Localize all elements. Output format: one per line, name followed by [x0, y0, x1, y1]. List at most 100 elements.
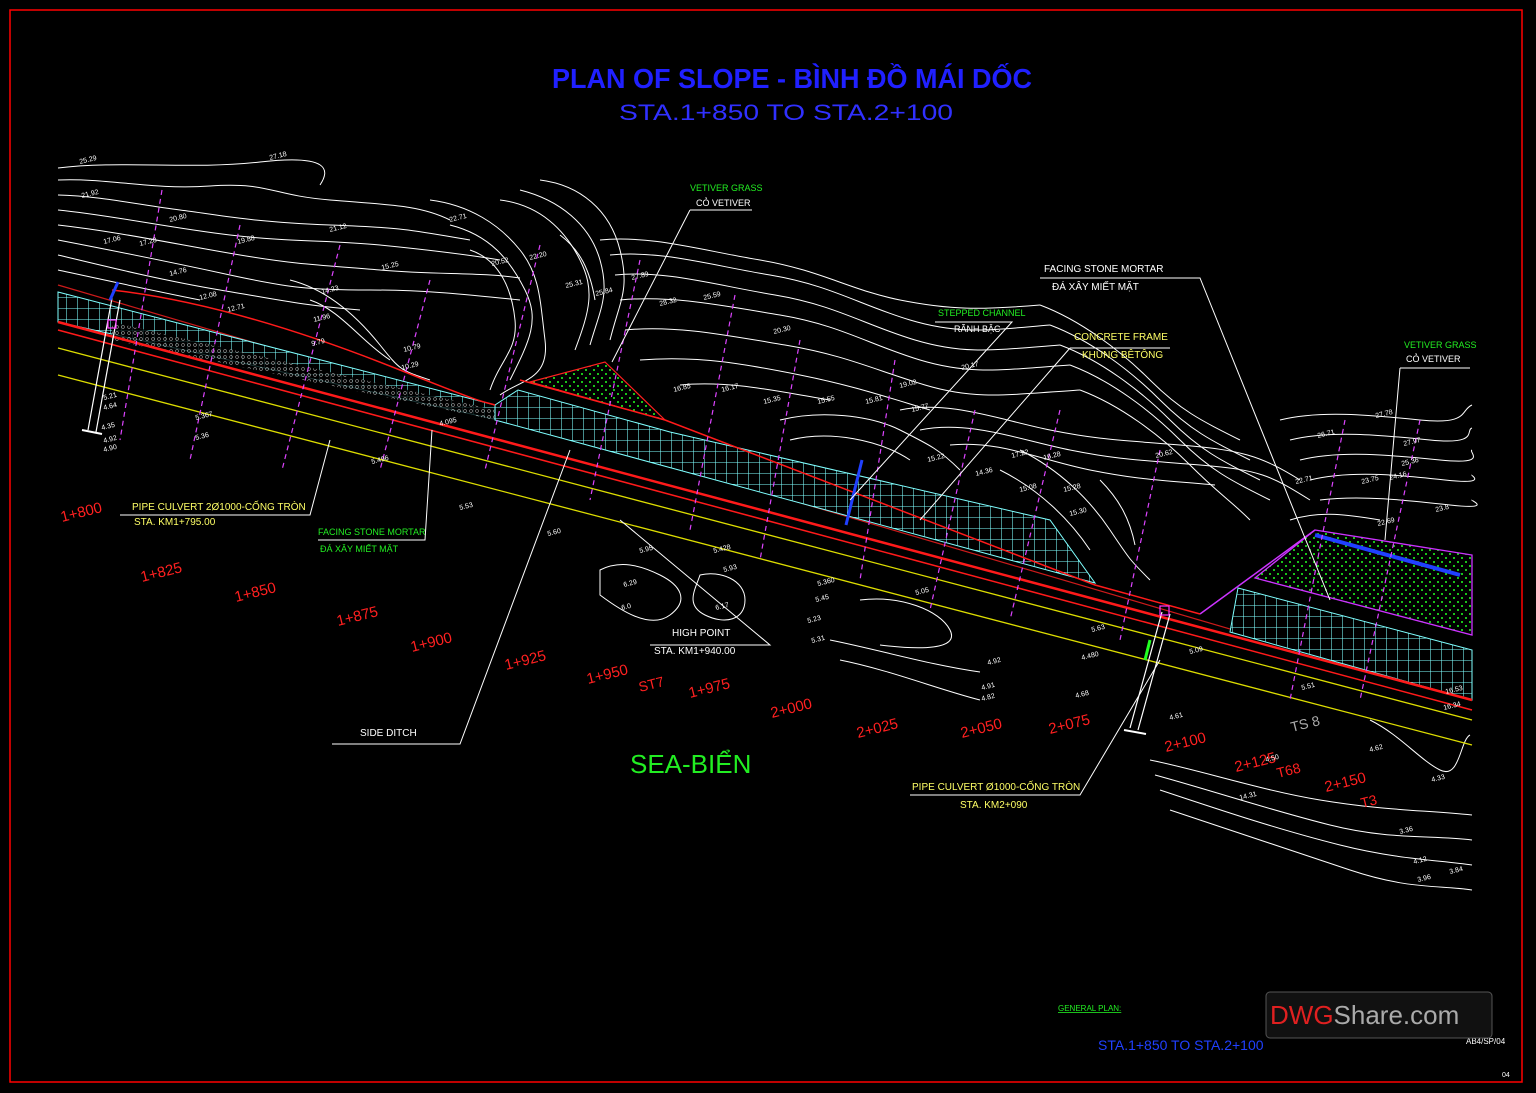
- station-label: 2+000: [769, 695, 814, 722]
- annotation-side-ditch: SIDE DITCH: [360, 728, 417, 739]
- spot-elevation: 10.29: [401, 361, 420, 372]
- drawing-border: [9, 9, 1523, 1083]
- spot-elevation: 27.97: [1403, 437, 1422, 448]
- spot-elevation: 27.78: [1375, 409, 1394, 420]
- spot-elevation: 27.18: [269, 151, 288, 162]
- drawing-subtitle: STA.1+850 TO STA.2+100: [619, 100, 953, 125]
- spot-elevation: 4.62: [1369, 744, 1384, 754]
- spot-elevation: 4.91: [981, 682, 996, 692]
- spot-elevation: 5.09: [1189, 646, 1204, 656]
- svg-text:CỎ VETIVER: CỎ VETIVER: [696, 197, 751, 208]
- spot-elevation: 27.89: [631, 271, 650, 282]
- annotation-facing-top: FACING STONE MORTAR ĐÁ XÂY MIẾT MẶT: [1044, 264, 1163, 293]
- svg-text:ĐÁ XÂY MIẾT MẶT: ĐÁ XÂY MIẾT MẶT: [1052, 280, 1139, 293]
- station-label: 2+075: [1047, 711, 1092, 738]
- spot-elevation: 22.20: [529, 251, 548, 262]
- annotation-facing-low: FACING STONE MORTAR ĐÁ XÂY MIẾT MẶT: [318, 527, 426, 554]
- curve-labels: ST7 TS 8 T68 T3: [637, 673, 1379, 811]
- spot-elevation: 20.62: [1155, 449, 1174, 460]
- spot-elevation: 24.16: [1389, 471, 1408, 482]
- station-label: 1+950: [585, 661, 630, 688]
- spot-elevation: 5.53: [459, 502, 474, 512]
- svg-text:STA. KM1+795.00: STA. KM1+795.00: [134, 517, 216, 528]
- spot-elevation: 25.29: [79, 155, 98, 166]
- drawing-title: PLAN OF SLOPE - BÌNH ĐỒ MÁI DỐC: [552, 62, 1032, 94]
- spot-elevation: 5.31: [811, 635, 826, 645]
- annotation-vetiver-top: VETIVER GRASS CỎ VETIVER: [690, 183, 763, 208]
- station-label: 1+800: [59, 499, 104, 526]
- svg-text:VETIVER GRASS: VETIVER GRASS: [690, 183, 763, 193]
- spot-elevation: 5.36: [195, 432, 210, 442]
- footer-range: STA.1+850 TO STA.2+100: [1098, 1037, 1264, 1053]
- terrain-contours: [57, 159, 1478, 891]
- annotation-stepped-channel: STEPPED CHANNEL RÃNH BẬC: [938, 308, 1026, 334]
- spot-elevation: 17.06: [103, 235, 122, 246]
- spot-elevation: 15.81: [865, 395, 884, 406]
- spot-elevation: 4.50: [1265, 754, 1280, 764]
- sea-label: SEA-BIỂN: [630, 749, 751, 779]
- svg-text:PIPE CULVERT 2Ø1000-CỐNG TRÒN: PIPE CULVERT 2Ø1000-CỐNG TRÒN: [132, 499, 306, 513]
- spot-elevation: 25.84: [595, 287, 614, 298]
- spot-elevation: 21.92: [81, 189, 100, 200]
- spot-elevation: 6.17: [715, 602, 730, 612]
- curve-label: ST7: [637, 673, 666, 695]
- station-label: 2+025: [855, 715, 900, 742]
- svg-text:PIPE CULVERT Ø1000-CỐNG TRÒN: PIPE CULVERT Ø1000-CỐNG TRÒN: [912, 779, 1080, 793]
- svg-text:STA. KM1+940.00: STA. KM1+940.00: [654, 646, 736, 657]
- spot-elevation: 4.33: [1431, 774, 1446, 784]
- spot-elevation: 25.59: [703, 291, 722, 302]
- svg-text:FACING STONE MORTAR: FACING STONE MORTAR: [1044, 264, 1163, 275]
- svg-text:VETIVER GRASS: VETIVER GRASS: [1404, 340, 1477, 350]
- spot-elevation: 19.88: [237, 235, 256, 246]
- svg-text:STA. KM2+090: STA. KM2+090: [960, 800, 1028, 811]
- svg-text:FACING STONE MORTAR: FACING STONE MORTAR: [318, 527, 426, 537]
- spot-elevation: 16.28: [1043, 451, 1062, 462]
- spot-elevation: 4.82: [981, 693, 996, 703]
- curve-label: T3: [1359, 791, 1379, 811]
- spot-elevation: 5.93: [723, 564, 738, 574]
- svg-text:KHUNG BÊTÔNG: KHUNG BÊTÔNG: [1082, 348, 1163, 361]
- road-red-lines: [57, 289, 1473, 711]
- spot-elevation: 3.96: [1417, 874, 1432, 884]
- spot-elevation: 5.95: [639, 545, 654, 555]
- spot-elevation: 20.17: [961, 361, 980, 372]
- leader-lines: [120, 209, 1470, 796]
- svg-text:CONCRETE FRAME: CONCRETE FRAME: [1074, 332, 1168, 343]
- spot-elevation: 4.12: [1413, 856, 1428, 866]
- station-label: 1+975: [687, 675, 732, 702]
- footer-page-number: 04: [1502, 1072, 1510, 1079]
- spot-elevation: 5.496: [371, 455, 390, 466]
- spot-elevation: 28.32: [659, 297, 678, 308]
- spot-elevation: 15.35: [763, 395, 782, 406]
- spot-elevation: 20.30: [773, 325, 792, 336]
- spot-elevation: 20.80: [169, 213, 188, 224]
- spot-elevation: 16.85: [673, 383, 692, 394]
- annotation-vetiver-right: VETIVER GRASS CỎ VETIVER: [1404, 340, 1477, 364]
- spot-elevation: 16.53: [1445, 685, 1464, 696]
- spot-elevation: 15.08: [1019, 483, 1038, 494]
- spot-elevation: 25.31: [565, 279, 584, 290]
- station-label: 2+050: [959, 715, 1004, 742]
- footer-general-plan: GENERAL PLAN:: [1058, 1004, 1121, 1013]
- svg-text:ĐÁ XÂY MIẾT MẶT: ĐÁ XÂY MIẾT MẶT: [320, 544, 399, 554]
- station-label: 1+875: [335, 603, 380, 630]
- spot-elevation: 16.17: [721, 383, 740, 394]
- spot-elevation: 14.31: [1239, 791, 1258, 802]
- station-label: 2+150: [1323, 769, 1368, 796]
- spot-elevation: 5.21: [103, 392, 118, 402]
- annotation-high-point: HIGH POINT STA. KM1+940.00: [654, 628, 736, 657]
- spot-elevation: 14.36: [975, 467, 994, 478]
- spot-elevation: 23.8: [1435, 504, 1450, 514]
- station-lines: [119, 189, 1421, 701]
- spot-elevation: 5.45: [815, 594, 830, 604]
- spot-elevation: 10.79: [403, 343, 422, 354]
- spot-elevation: 14.23: [321, 285, 340, 296]
- spot-elevation: 5.60: [547, 528, 562, 538]
- svg-text:RÃNH BẬC: RÃNH BẬC: [954, 324, 1001, 334]
- pipe-culvert-1: [81, 281, 121, 435]
- spot-elevation: 4.64: [103, 402, 118, 412]
- spot-elevation: 22.69: [1377, 517, 1396, 528]
- spot-elevation: 15.22: [927, 453, 946, 464]
